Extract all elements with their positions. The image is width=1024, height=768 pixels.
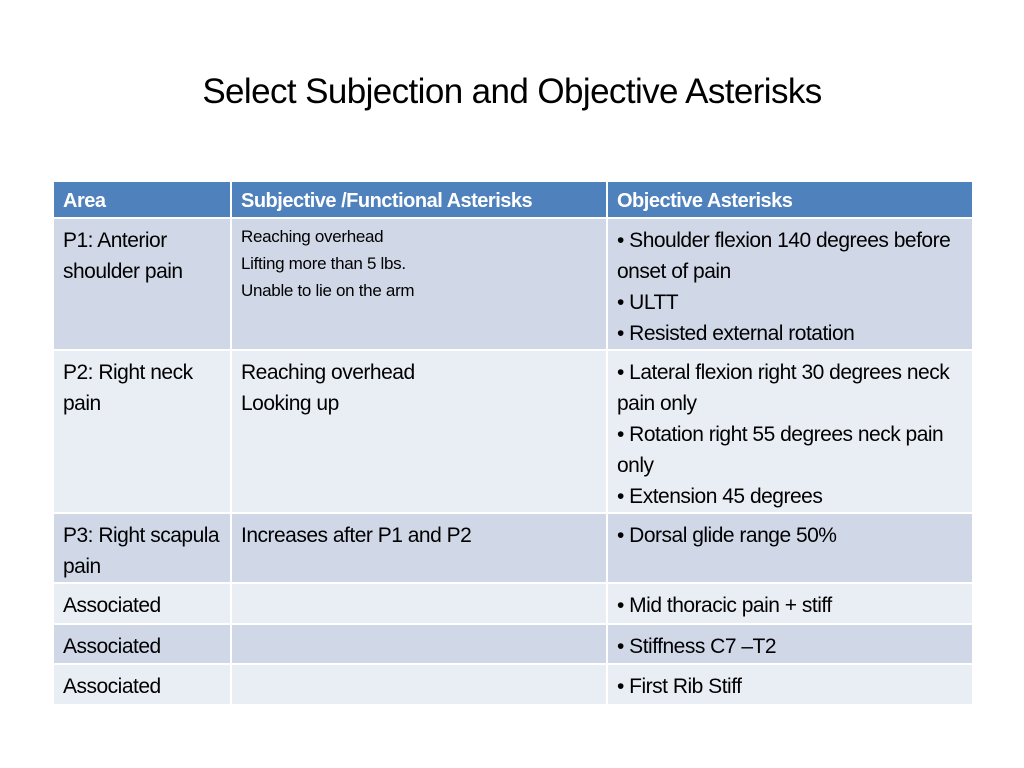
subjective-item: Reaching overhead	[241, 227, 384, 246]
cell-subjective	[230, 663, 608, 706]
cell-subjective	[230, 623, 608, 665]
subjective-item: Lifting more than 5 lbs.	[241, 254, 406, 273]
table-row: Associated • Stiffness C7 –T2	[52, 623, 974, 665]
objective-item: • Extension 45 degrees	[617, 485, 823, 508]
subjective-item: Unable to lie on the arm	[241, 281, 415, 300]
cell-objective: • Mid thoracic pain + stiff	[606, 582, 974, 625]
cell-subjective: Increases after P1 and P2	[230, 512, 608, 584]
cell-subjective	[230, 582, 608, 625]
objective-item: • Stiffness C7 –T2	[617, 635, 777, 658]
header-objective: Objective Asterisks	[606, 180, 974, 219]
cell-objective: • First Rib Stiff	[606, 663, 974, 706]
table-header-row: Area Subjective /Functional Asterisks Ob…	[52, 180, 974, 219]
table-row: P3: Right scapula pain Increases after P1…	[52, 512, 974, 584]
cell-area: P1: Anterior shoulder pain	[52, 217, 232, 351]
header-subjective: Subjective /Functional Asterisks	[230, 180, 608, 219]
header-area: Area	[52, 180, 232, 219]
objective-item: • Lateral flexion right 30 degrees neck …	[617, 361, 950, 415]
objective-item: • Shoulder flexion 140 degrees before on…	[617, 229, 951, 283]
cell-objective: • Shoulder flexion 140 degrees before on…	[606, 217, 974, 351]
cell-area: Associated	[52, 663, 232, 706]
table-row: Associated • Mid thoracic pain + stiff	[52, 582, 974, 625]
subjective-item: Increases after P1 and P2	[241, 524, 472, 547]
objective-item: • First Rib Stiff	[617, 675, 742, 698]
cell-area: Associated	[52, 623, 232, 665]
cell-objective: • Stiffness C7 –T2	[606, 623, 974, 665]
objective-item: • Resisted external rotation	[617, 322, 855, 345]
cell-objective: • Dorsal glide range 50%	[606, 512, 974, 584]
cell-area: P2: Right neck pain	[52, 349, 232, 514]
objective-item: • Dorsal glide range 50%	[617, 524, 837, 547]
cell-area: Associated	[52, 582, 232, 625]
objective-item: • ULTT	[617, 291, 679, 314]
cell-area: P3: Right scapula pain	[52, 512, 232, 584]
table-row: Associated • First Rib Stiff	[52, 663, 974, 706]
cell-objective: • Lateral flexion right 30 degrees neck …	[606, 349, 974, 514]
objective-item: • Mid thoracic pain + stiff	[617, 594, 832, 617]
asterisks-table: Area Subjective /Functional Asterisks Ob…	[52, 180, 974, 706]
subjective-item: Reaching overhead	[241, 361, 415, 384]
objective-item: • Rotation right 55 degrees neck pain on…	[617, 423, 944, 477]
subjective-item: Looking up	[241, 392, 339, 415]
slide-title: Select Subjection and Objective Asterisk…	[202, 72, 822, 111]
